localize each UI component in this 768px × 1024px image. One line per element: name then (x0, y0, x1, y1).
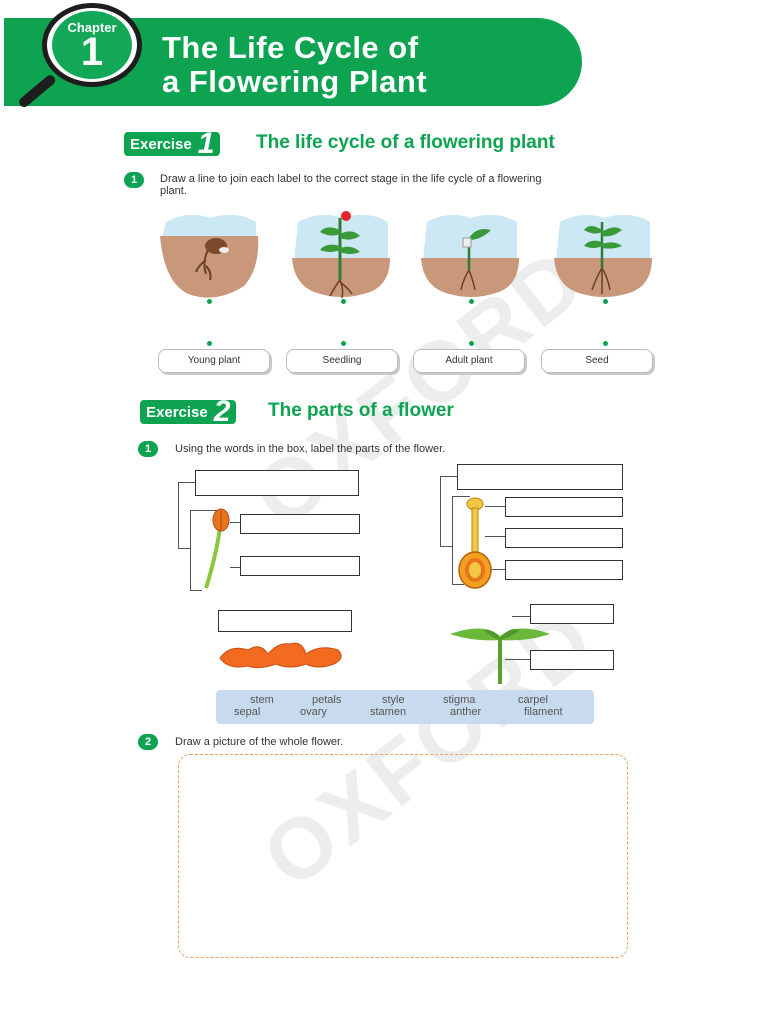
exercise-2-badge-label: Exercise (146, 404, 208, 421)
exercise-1-number: 1 (197, 127, 215, 160)
bracket-line (452, 496, 470, 497)
answer-box[interactable] (195, 470, 359, 496)
bracket-line (452, 496, 453, 584)
pointer-line (230, 522, 240, 523)
label-seed[interactable]: Seed (541, 349, 653, 373)
bracket-line (452, 584, 464, 585)
bracket-line (178, 482, 196, 483)
answer-box[interactable] (505, 560, 623, 580)
bracket-line (190, 510, 191, 590)
chapter-label: Chapter (67, 20, 117, 35)
question-number: 1 (124, 172, 144, 188)
word-box (216, 690, 594, 724)
chapter-badge (52, 11, 132, 79)
answer-box[interactable] (240, 556, 360, 576)
answer-box[interactable] (530, 604, 614, 624)
word-petals: petals (312, 694, 342, 706)
pointer-line (485, 506, 505, 507)
question-text: Draw a picture of the whole flower. (175, 736, 344, 748)
pointer-line (490, 569, 505, 570)
stage-dot (341, 299, 346, 304)
stage-dot (207, 299, 212, 304)
chapter-number: 1 (80, 30, 104, 74)
label-dot (341, 341, 346, 346)
sepal-stem-illustration (450, 628, 550, 684)
carpel-illustration (458, 497, 492, 589)
exercise-2-badge: Exercise 2 (140, 397, 237, 427)
answer-box[interactable] (505, 528, 623, 548)
exercise-2-title: The parts of a flower (268, 400, 454, 421)
pointer-line (505, 659, 530, 660)
answer-box[interactable] (505, 497, 623, 517)
seedling-illustration (421, 214, 519, 297)
drawing-area[interactable] (178, 754, 628, 958)
label-seedling[interactable]: Seedling (286, 349, 398, 373)
word-sepal: sepal (234, 706, 261, 718)
bracket-line (190, 590, 202, 591)
pointer-line (512, 616, 530, 617)
label-dot (207, 341, 212, 346)
label-adult-plant[interactable]: Adult plant (413, 349, 525, 373)
exercise-1-badge: Exercise 1 (124, 129, 221, 159)
petals-illustration (219, 642, 342, 669)
question-number: 2 (138, 734, 158, 750)
bracket-line (440, 546, 452, 547)
question-text-line2: plant. (160, 185, 187, 197)
bracket-line (178, 548, 190, 549)
answer-box[interactable] (218, 610, 352, 632)
page-title-line1: The Life Cycle of (162, 30, 419, 65)
pointer-line (230, 567, 240, 568)
answer-box[interactable] (240, 514, 360, 534)
word-anther: anther (450, 706, 482, 718)
seed-germinating-illustration (160, 214, 259, 298)
stage-dot (469, 299, 474, 304)
word-carpel: carpel (518, 694, 548, 706)
page-title-line2: a Flowering Plant (162, 64, 428, 99)
label-young-plant[interactable]: Young plant (158, 349, 270, 373)
stamen-illustration (204, 508, 230, 589)
word-ovary: ovary (300, 706, 327, 718)
exercise-1-title: The life cycle of a flowering plant (256, 132, 555, 153)
bracket-line (440, 476, 441, 546)
answer-box[interactable] (530, 650, 614, 670)
bracket-line (190, 510, 218, 511)
label-dot (603, 341, 608, 346)
pointer-line (485, 536, 505, 537)
exercise-1-badge-label: Exercise (130, 136, 192, 153)
word-filament: filament (524, 706, 563, 718)
young-plant-illustration (554, 214, 652, 297)
bracket-line (440, 476, 458, 477)
bracket-line (178, 482, 179, 548)
question-text-line1: Draw a line to join each label to the co… (160, 173, 542, 185)
stage-dot (603, 299, 608, 304)
adult-plant-illustration (292, 211, 390, 299)
word-stigma: stigma (443, 694, 476, 706)
exercise-2-number: 2 (213, 395, 231, 428)
word-stamen: stamen (370, 706, 407, 718)
question-number: 1 (138, 441, 158, 457)
word-style: style (382, 694, 405, 706)
answer-box[interactable] (457, 464, 623, 490)
label-dot (469, 341, 474, 346)
question-text: Using the words in the box, label the pa… (175, 443, 446, 455)
word-stem: stem (250, 694, 274, 706)
